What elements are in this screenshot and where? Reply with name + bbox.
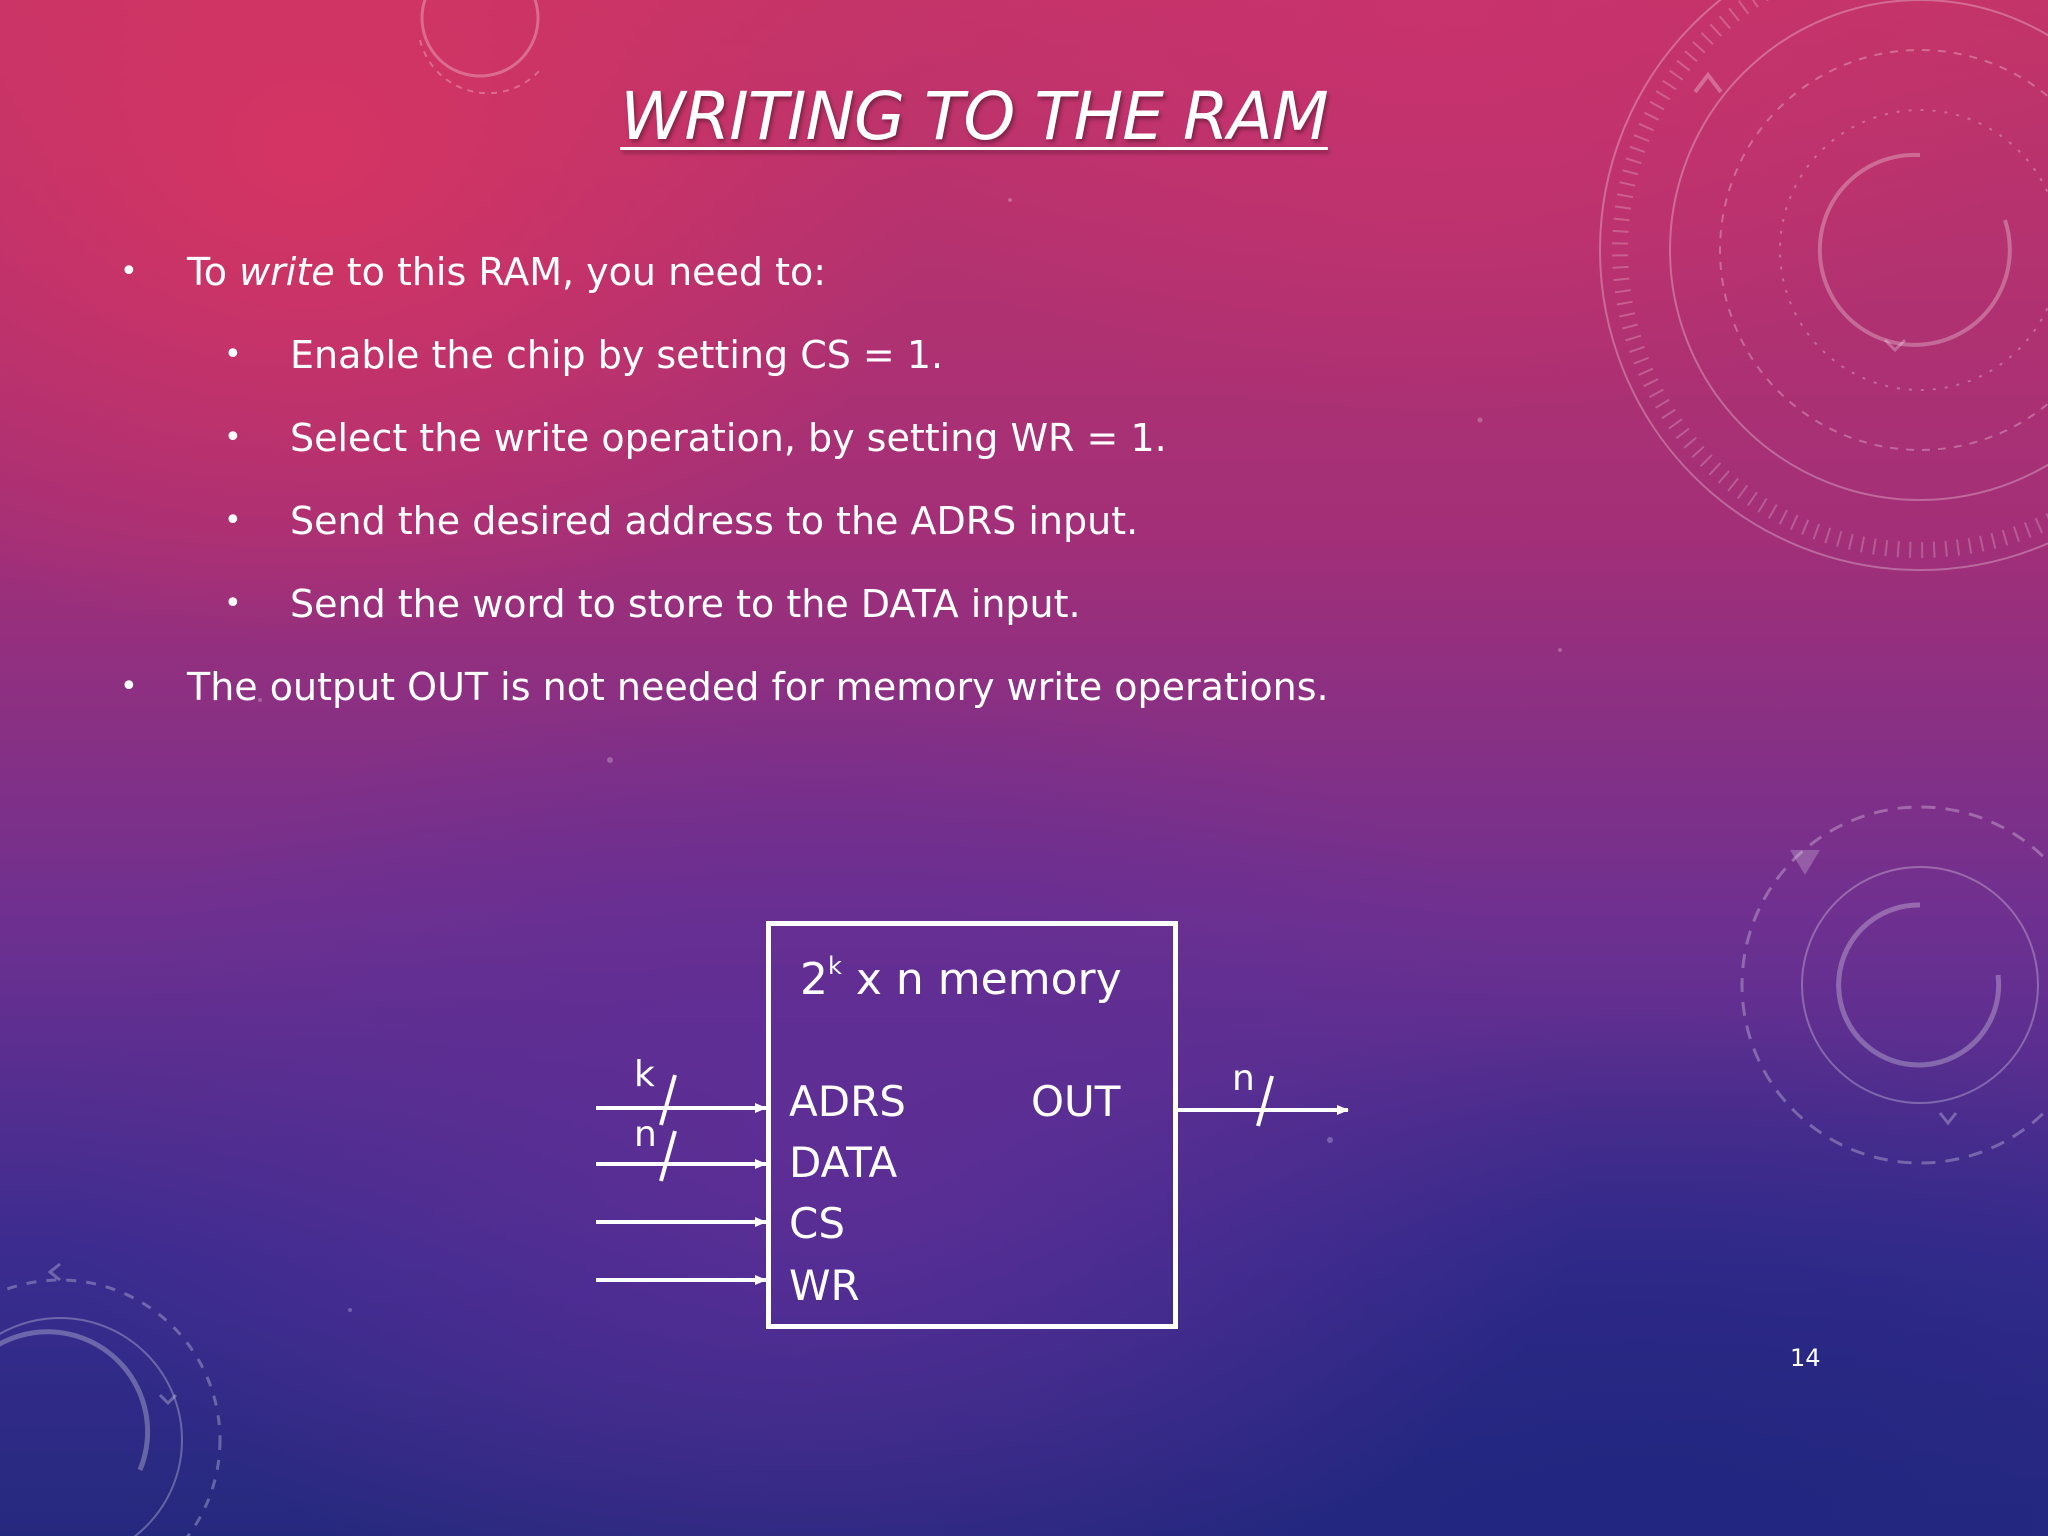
port-cs-label: CS [789, 1199, 845, 1248]
bullet-text-part: Select the write operation, by setting W… [290, 416, 1167, 460]
bullet-text: Send the word to store to the DATA input… [290, 574, 1081, 634]
memory-block [766, 921, 1178, 1329]
bullet-text-part: Send the word to store to the DATA input… [290, 582, 1081, 626]
bullet-dot-icon: • [224, 586, 242, 621]
adrs-bus-slash [659, 1074, 677, 1126]
bullet-text: Send the desired address to the ADRS inp… [290, 491, 1138, 551]
memory-title-base: 2 [800, 954, 828, 1005]
bullet-item: • The output OUT is not needed for memory… [120, 657, 1520, 740]
bullet-text: Select the write operation, by setting W… [290, 408, 1167, 468]
memory-title-rest: x n memory [841, 954, 1122, 1005]
deco-dial-top-right [1599, 0, 2048, 571]
bullet-dot-icon: • [224, 337, 242, 372]
bullet-dot-icon: • [120, 669, 138, 704]
bullet-item: • Enable the chip by setting CS = 1. [120, 325, 1520, 408]
deco-circle-bottom-left [0, 1278, 222, 1536]
bullet-text: The output OUT is not needed for memory … [187, 657, 1329, 717]
bullet-dot-icon: • [120, 254, 138, 289]
bullet-text-part: Send the desired address to the ADRS inp… [290, 499, 1139, 543]
data-bus-slash [659, 1130, 677, 1182]
slide-title: WRITING TO THE RAM [620, 78, 1329, 155]
bullet-text: Enable the chip by setting CS = 1. [290, 325, 943, 385]
out-bus-slash [1256, 1075, 1274, 1127]
bullet-text-part: Enable the chip by setting CS = 1. [290, 333, 944, 377]
memory-block-title: 2k x n memory [800, 952, 1122, 1005]
bullet-text-part: The output OUT is not needed for memory … [187, 665, 1329, 709]
bullet-text-part: To [187, 250, 240, 294]
bullet-list: • To write to this RAM, you need to: • Enab… [120, 242, 1520, 740]
out-bus-width-label: n [1232, 1058, 1255, 1099]
adrs-bus-width-label: k [634, 1054, 655, 1095]
deco-circle-right-middle [1740, 805, 2048, 1165]
port-data-label: DATA [789, 1138, 898, 1187]
port-wr-label: WR [789, 1261, 860, 1310]
port-out-label: OUT [1031, 1077, 1121, 1126]
bullet-item: • Send the word to store to the DATA inpu… [120, 574, 1520, 657]
bullet-dot-icon: • [224, 420, 242, 455]
data-bus-width-label: n [634, 1114, 657, 1155]
bullet-item: • Select the write operation, by setting … [120, 408, 1520, 491]
port-adrs-label: ADRS [789, 1077, 906, 1126]
memory-title-superscript: k [828, 952, 842, 980]
bullet-item: • Send the desired address to the ADRS in… [120, 491, 1520, 574]
bullet-text: To write to this RAM, you need to: [187, 242, 826, 302]
page-number: 14 [1790, 1344, 1821, 1372]
bullet-text-part: to this RAM, you need to: [334, 250, 827, 294]
bullet-text-italic: write [239, 250, 335, 294]
bullet-item: • To write to this RAM, you need to: [120, 242, 1520, 325]
deco-circle-top-left [420, 0, 540, 78]
bullet-dot-icon: • [224, 503, 242, 538]
